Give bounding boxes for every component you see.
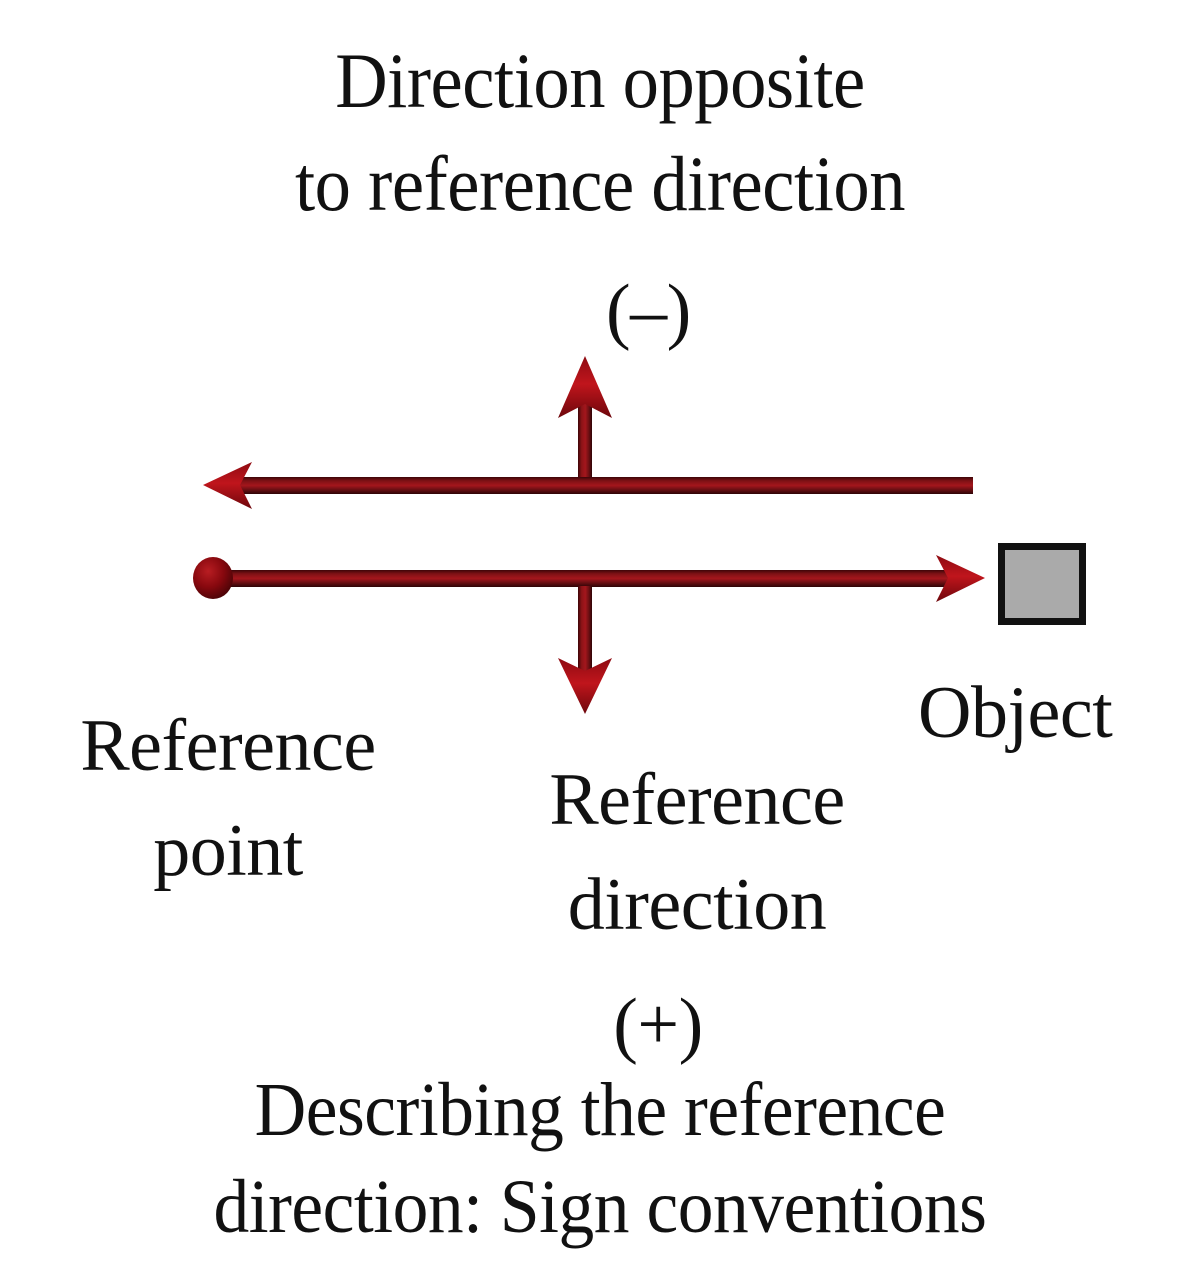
negative-sign-label: (–) xyxy=(606,270,691,352)
up-tick-arrow xyxy=(558,356,612,492)
positive-sign-label: (+) xyxy=(613,984,703,1066)
reference-point-label: Reference point xyxy=(80,705,376,893)
top-caption: Direction opposite to reference directio… xyxy=(294,37,906,227)
bottom-caption: Describing the reference direction: Sign… xyxy=(213,1068,987,1250)
object-label: Object xyxy=(918,672,1113,754)
object-square xyxy=(998,543,1086,625)
reference-direction-label: Reference direction xyxy=(549,759,845,947)
reference-point-dot xyxy=(193,557,233,599)
reference-direction-arrow xyxy=(193,555,985,602)
negative-direction-arrow xyxy=(203,462,973,509)
down-tick-arrow xyxy=(558,586,612,714)
